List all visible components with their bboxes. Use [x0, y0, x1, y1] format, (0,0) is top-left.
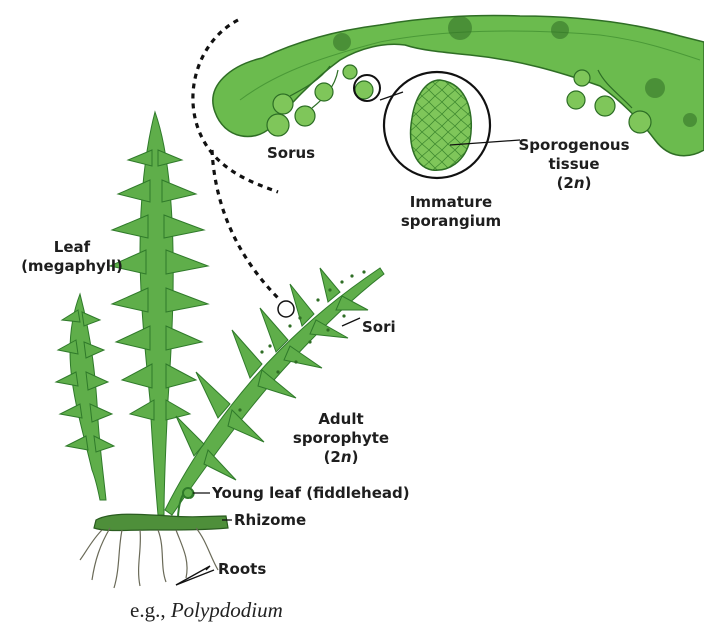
label-rhizome: Rhizome [234, 511, 306, 530]
ploidy-suffix: ) [352, 448, 359, 466]
caption-genus: Polypdodium [171, 598, 283, 622]
label-adult-line2: sporophyte [288, 429, 394, 448]
label-sporogenous-tissue: Sporogenous tissue (2n) [516, 136, 632, 193]
immature-sporangium-magnified [380, 72, 490, 178]
label-sporogenous-ploidy: (2n) [516, 174, 632, 193]
label-immature-sporangium: Immature sporangium [387, 193, 515, 231]
sorus-highlight-circle [278, 301, 294, 317]
figure-caption: e.g., Polypdodium [130, 598, 283, 623]
label-leaf-line1: Leaf [20, 238, 124, 257]
rhizome-icon [94, 514, 228, 530]
label-sorus: Sorus [267, 144, 315, 163]
label-adult-ploidy: (2n) [288, 448, 394, 467]
label-leaf-line2: (megaphyll) [20, 257, 124, 276]
ploidy-prefix: (2 [324, 448, 341, 466]
label-sporogenous-line1: Sporogenous [516, 136, 632, 155]
label-adult-sporophyte: Adult sporophyte (2n) [288, 410, 394, 467]
label-adult-line1: Adult [288, 410, 394, 429]
label-sporogenous-line2: tissue [516, 155, 632, 174]
ploidy-suffix: ) [585, 174, 592, 192]
label-young-leaf: Young leaf (fiddlehead) [212, 484, 410, 503]
ploidy-prefix: (2 [557, 174, 574, 192]
ploidy-n: n [574, 174, 585, 192]
label-sori: Sori [362, 318, 396, 337]
ploidy-n: n [341, 448, 352, 466]
caption-prefix: e.g., [130, 598, 171, 622]
label-roots: Roots [218, 560, 266, 579]
label-immature-line1: Immature [387, 193, 515, 212]
roots-icon [80, 528, 218, 588]
fern-plant-icon [56, 112, 384, 588]
label-leaf-megaphyll: Leaf (megaphyll) [20, 238, 124, 276]
label-immature-line2: sporangium [387, 212, 515, 231]
